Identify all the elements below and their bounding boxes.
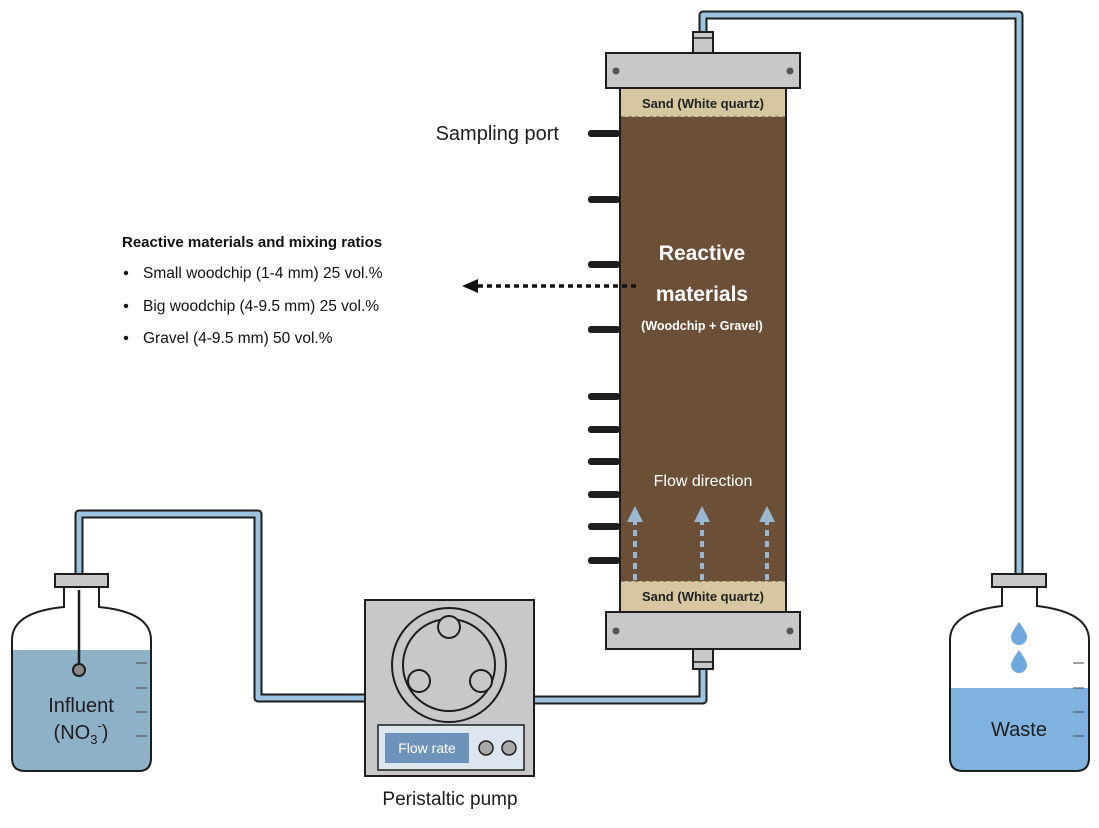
top-cap	[605, 52, 801, 89]
top-connector	[692, 31, 714, 55]
pump-roller-icon	[437, 615, 461, 639]
sampling-port	[588, 491, 620, 498]
water-drop-icon	[1011, 650, 1027, 673]
waste-bottle: Waste	[949, 573, 1090, 772]
flow-arrow-up-icon	[627, 506, 643, 522]
waste-liquid	[950, 688, 1089, 771]
sampling-port	[588, 261, 620, 268]
pump-knob-icon	[501, 740, 517, 756]
pump-label: Peristaltic pump	[382, 789, 517, 810]
influent-bottle: Influent (NO3-)	[11, 573, 152, 772]
flow-arrow-up-icon	[694, 506, 710, 522]
sampling-port	[588, 426, 620, 433]
flow-rate-display	[385, 733, 469, 763]
influent-cap	[54, 573, 109, 588]
flow-arrows	[627, 506, 775, 580]
waste-label: Waste	[991, 719, 1047, 741]
sampling-port	[588, 393, 620, 400]
sampling-port-label: Sampling port	[436, 123, 560, 145]
materials-item: Gravel (4-9.5 mm) 50 vol.%	[143, 330, 333, 347]
pump-roller-icon	[469, 669, 493, 693]
sampling-ports	[588, 130, 620, 564]
sand-bottom-label: Sand (White quartz)	[642, 589, 764, 604]
reactive-subtitle: (Woodchip + Gravel)	[641, 319, 763, 333]
sampling-port	[588, 196, 620, 203]
sampling-port	[588, 130, 620, 137]
bottom-cap	[605, 611, 801, 650]
materials-heading: Reactive materials and mixing ratios	[122, 234, 382, 251]
column: Sand (White quartz) Sand (White quartz) …	[588, 31, 801, 670]
sand-top-label: Sand (White quartz)	[642, 96, 764, 111]
pump-knob-icon	[478, 740, 494, 756]
sampling-port	[588, 458, 620, 465]
water-drop-icon	[1011, 622, 1027, 645]
peristaltic-pump: Flow rate Peristaltic pump	[364, 599, 535, 810]
flow-arrow-up-icon	[759, 506, 775, 522]
bullet-icon	[123, 270, 129, 276]
materials-item: Small woodchip (1-4 mm) 25 vol.%	[143, 265, 383, 282]
influent-formula: (NO3-)	[54, 718, 109, 747]
materials-pointer-arrow	[462, 279, 636, 293]
flow-rate-label: Flow rate	[398, 740, 456, 756]
flow-direction-label: Flow direction	[654, 473, 753, 490]
pump-roller-icon	[407, 669, 431, 693]
bullet-icon	[123, 335, 129, 341]
sand-top-layer	[621, 89, 785, 117]
waste-cap	[991, 573, 1047, 588]
sand-bottom-layer	[621, 581, 785, 611]
influent-label: Influent	[48, 695, 114, 717]
materials-item: Big woodchip (4-9.5 mm) 25 vol.%	[143, 298, 379, 315]
sampling-port	[588, 326, 620, 333]
bullet-icon	[123, 303, 129, 309]
tubing	[74, 10, 1024, 705]
reactive-title-line1: Reactive	[659, 242, 745, 265]
arrow-left-icon	[462, 279, 478, 293]
bottom-connector	[692, 648, 714, 670]
intake-filter-icon	[72, 663, 86, 677]
reactive-title-line2: materials	[656, 283, 748, 306]
materials-legend: Reactive materials and mixing ratios Sma…	[122, 234, 383, 347]
sampling-port	[588, 523, 620, 530]
sampling-port	[588, 557, 620, 564]
